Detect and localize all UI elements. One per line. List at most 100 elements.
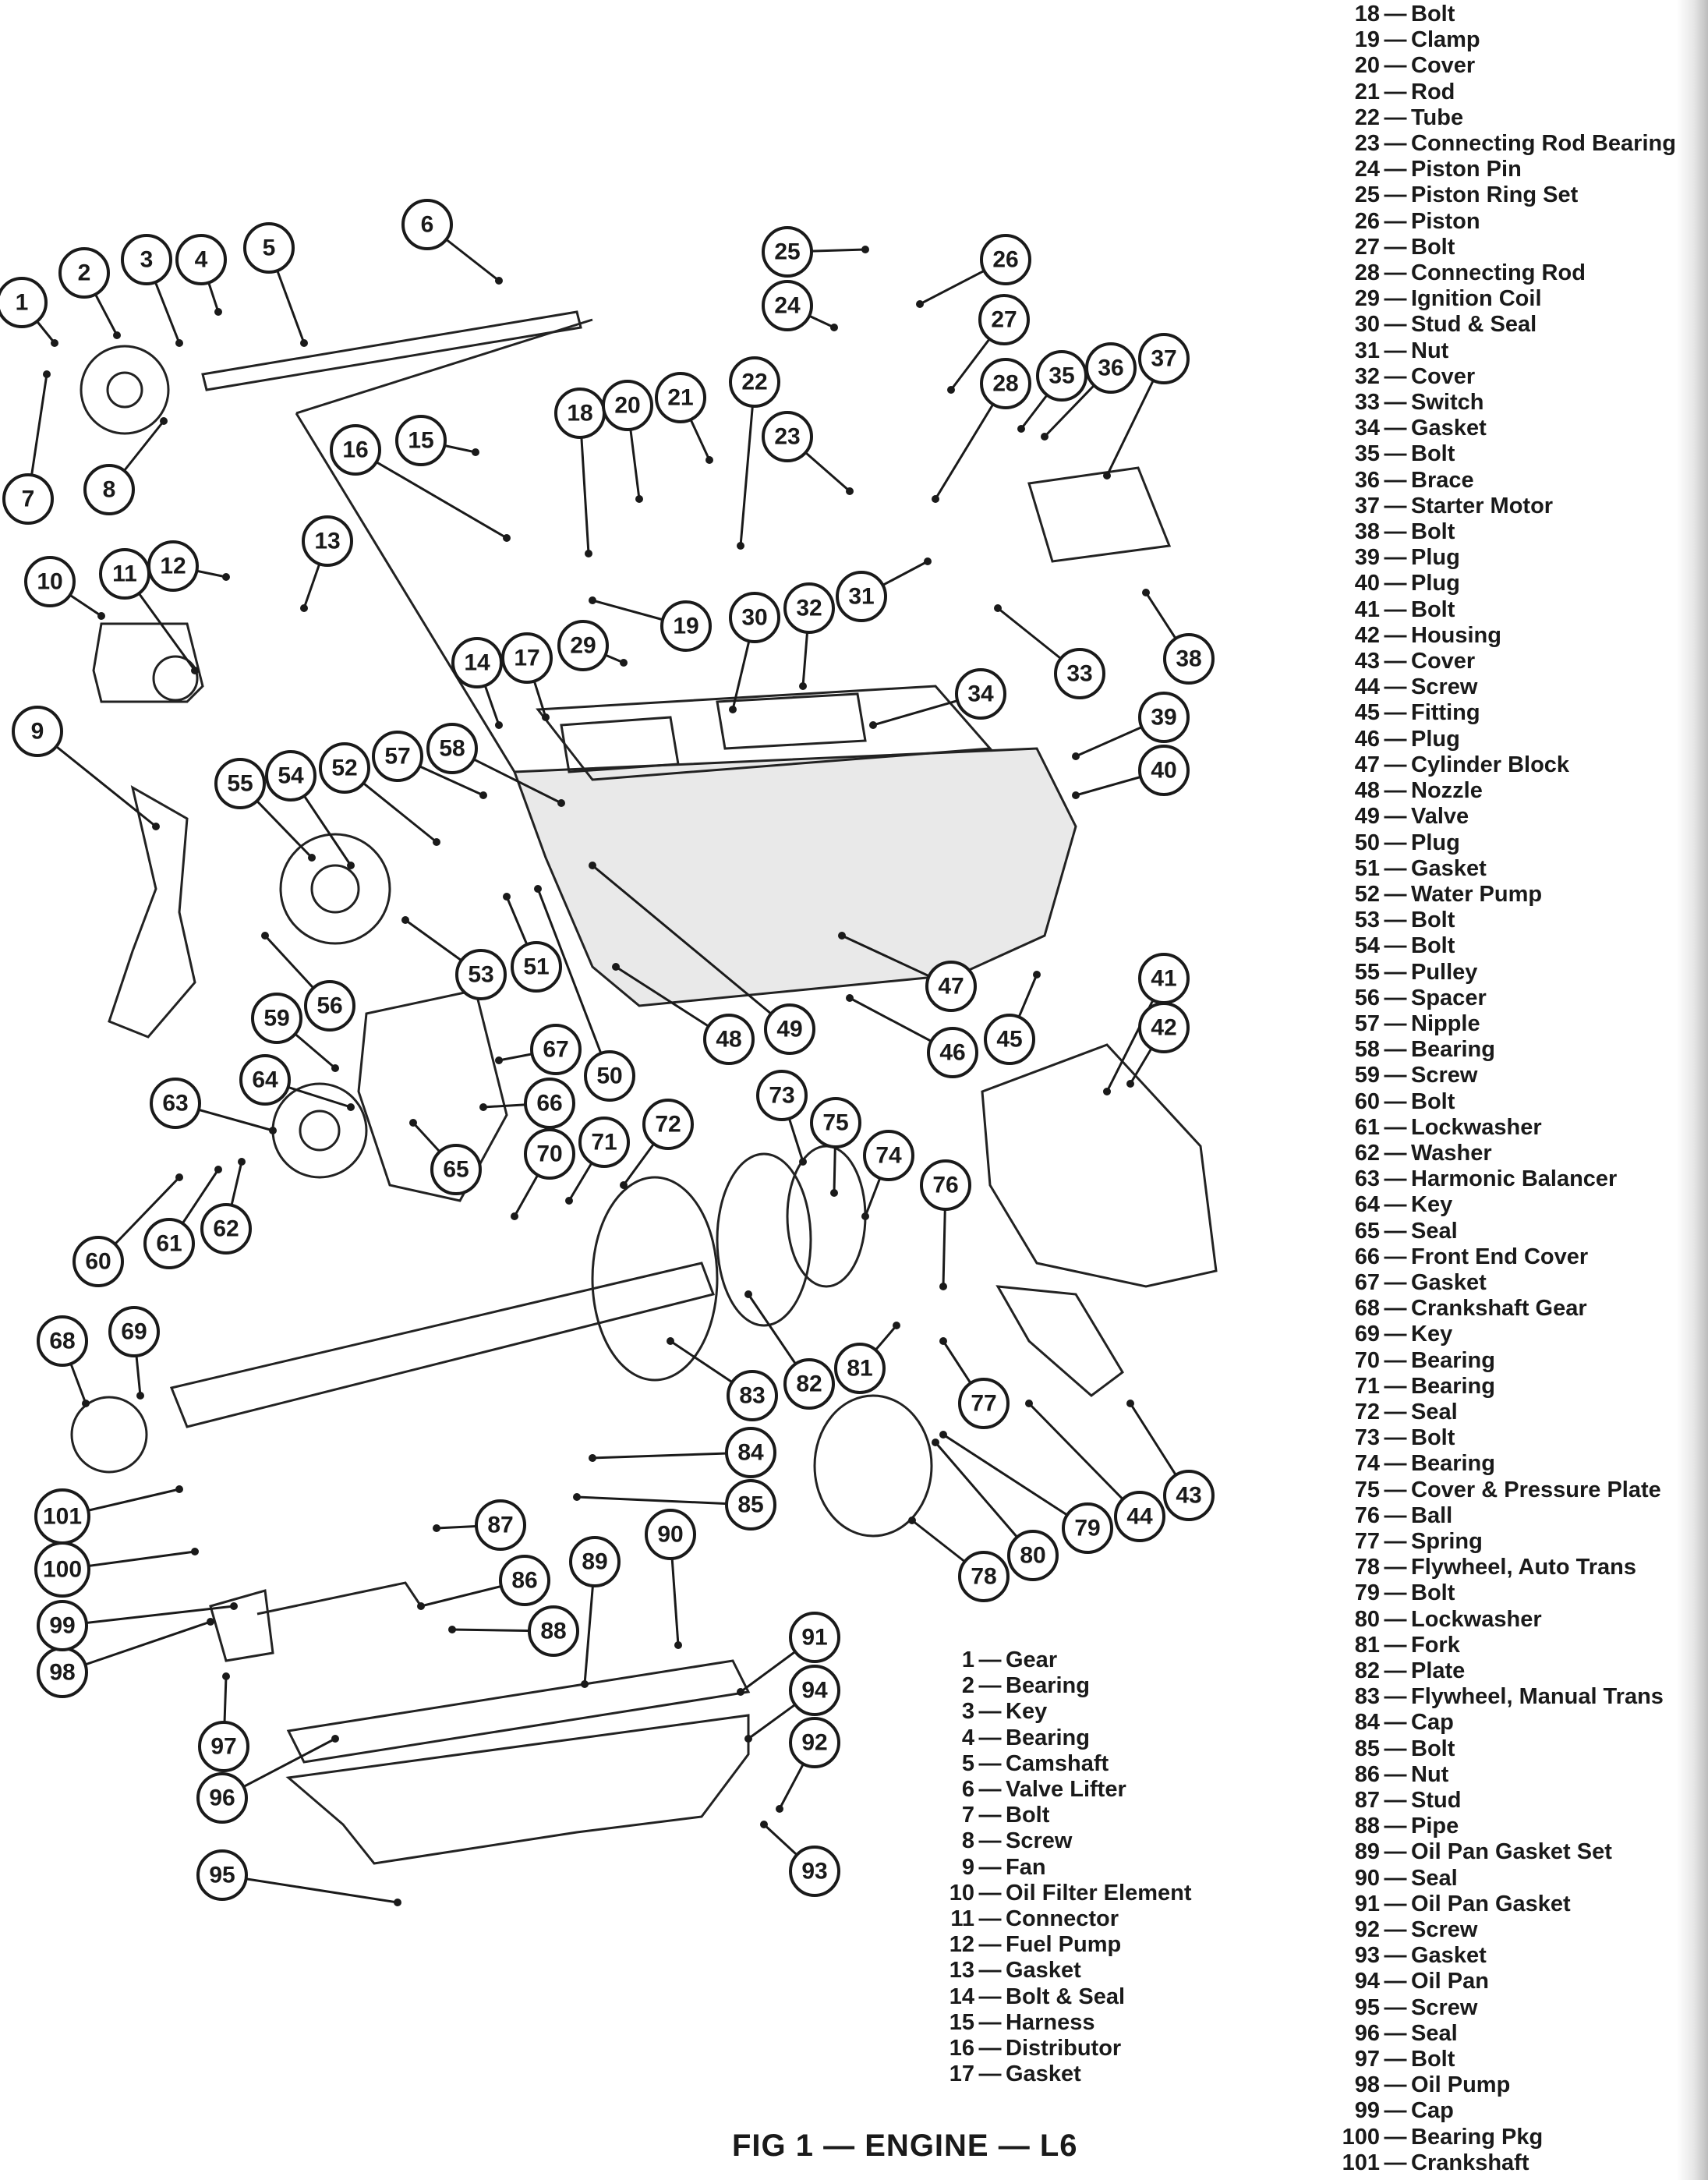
- legend-part-name: Bearing: [1006, 1673, 1090, 1699]
- callout-circle: [655, 372, 706, 423]
- leader-arrowhead: [1103, 472, 1111, 480]
- leader-arrowhead: [401, 916, 409, 924]
- legend-dash: —: [1384, 1761, 1407, 1787]
- legend-part-name: Pipe: [1411, 1814, 1459, 1839]
- part-callout-78: 78: [958, 1551, 1010, 1602]
- leader-arrowhead: [589, 596, 596, 604]
- callout-circle: [955, 668, 1006, 720]
- callout-number: 53: [468, 962, 493, 988]
- callout-number: 88: [540, 1619, 566, 1644]
- part-callout-34: 34: [955, 668, 1006, 720]
- leader-arrowhead: [830, 324, 838, 331]
- legend-row: 39—Plug: [1305, 545, 1676, 571]
- legend-part-number: 7: [961, 1803, 974, 1828]
- part-callout-101: 101: [34, 1488, 90, 1545]
- legend-part-name: Oil Pump: [1411, 2072, 1511, 2098]
- legend-part-name: Fuel Pump: [1006, 1932, 1122, 1958]
- callout-number: 35: [1048, 363, 1074, 389]
- callout-number: 16: [342, 437, 368, 463]
- part-callout-32: 32: [783, 582, 835, 634]
- legend-part-number: 66: [1354, 1244, 1380, 1269]
- leader-arrowhead: [620, 659, 628, 667]
- legend-part-number: 59: [1354, 1063, 1380, 1088]
- legend-part-name: Valve: [1411, 804, 1469, 830]
- leader-arrowhead: [674, 1641, 682, 1649]
- part-callout-62: 62: [200, 1203, 252, 1255]
- callout-number: 86: [511, 1568, 537, 1594]
- callout-number: 46: [939, 1040, 965, 1066]
- callout-number: 59: [263, 1006, 289, 1032]
- callout-circle: [645, 1509, 696, 1560]
- legend-part-name: Connecting Rod Bearing: [1411, 131, 1676, 157]
- callout-number: 36: [1098, 356, 1123, 381]
- callout-number: 66: [536, 1091, 562, 1117]
- legend-part-name: Bolt: [1411, 1736, 1455, 1761]
- legend-dash: —: [1384, 2124, 1407, 2150]
- part-callout-94: 94: [789, 1665, 840, 1716]
- legend-dash: —: [1384, 1322, 1407, 1347]
- callout-circle: [12, 706, 63, 757]
- leader-arrowhead: [51, 339, 58, 347]
- callout-circle: [810, 1097, 861, 1148]
- callout-circle: [475, 1499, 526, 1551]
- callout-number: 32: [796, 596, 822, 621]
- callout-number: 39: [1151, 705, 1176, 731]
- callout-number: 94: [801, 1678, 828, 1704]
- callout-number: 54: [278, 763, 304, 789]
- part-callout-11: 11: [99, 548, 150, 600]
- leader-arrowhead: [261, 932, 269, 940]
- legend-dash: —: [978, 1984, 1002, 2009]
- callout-number: 55: [227, 771, 253, 797]
- legend-dash: —: [1384, 596, 1407, 622]
- legend-row: 91—Oil Pan Gasket: [1305, 1892, 1676, 1917]
- part-callout-20: 20: [602, 380, 653, 431]
- callout-number: 90: [657, 1522, 683, 1548]
- leader-arrowhead: [846, 994, 854, 1002]
- legend-part-number: 51: [1354, 855, 1380, 881]
- callout-circle: [143, 1218, 195, 1269]
- legend-dash: —: [1384, 1140, 1407, 1166]
- legend-part-name: Bolt: [1411, 1580, 1455, 1606]
- legend-row: 65—Seal: [1305, 1219, 1676, 1244]
- cylinder-block-illustration: [512, 747, 1077, 1007]
- callout-number: 82: [796, 1371, 822, 1397]
- legend-part-number: 97: [1354, 2047, 1380, 2072]
- legend-part-name: Cylinder Block: [1411, 752, 1570, 777]
- callout-number: 40: [1151, 758, 1176, 784]
- legend-dash: —: [1384, 881, 1407, 907]
- legend-row: 67—Gasket: [1305, 1270, 1676, 1296]
- callout-number: 92: [801, 1730, 827, 1756]
- legend-dash: —: [1384, 157, 1407, 182]
- part-callout-79: 79: [1062, 1502, 1113, 1554]
- legend-part-number: 22: [1354, 104, 1380, 130]
- callout-circle: [729, 592, 780, 643]
- legend-dash: —: [1384, 2098, 1407, 2124]
- part-callout-12: 12: [147, 540, 199, 592]
- callout-number: 51: [523, 954, 549, 980]
- legend-dash: —: [1384, 985, 1407, 1010]
- part-illustrations: [70, 310, 1218, 1865]
- legend-dash: —: [1384, 1010, 1407, 1036]
- callout-circle: [729, 356, 780, 408]
- legend-dash: —: [1384, 1736, 1407, 1761]
- part-callout-38: 38: [1163, 633, 1215, 685]
- legend-row: 79—Bolt: [1305, 1580, 1676, 1606]
- leader-arrowhead: [1033, 971, 1041, 979]
- callout-circle: [304, 980, 355, 1032]
- callout-number: 69: [121, 1319, 147, 1345]
- legend-dash: —: [1384, 830, 1407, 855]
- legend-part-number: 56: [1354, 985, 1380, 1010]
- callout-number: 9: [31, 719, 44, 745]
- legend-part-name: Washer: [1411, 1140, 1492, 1166]
- legend-part-name: Bolt: [1411, 1088, 1455, 1114]
- callout-number: 61: [156, 1231, 182, 1257]
- part-callout-95: 95: [196, 1849, 248, 1901]
- legend-part-name: Gear: [1006, 1647, 1058, 1672]
- leader-arrowhead: [939, 1283, 947, 1290]
- leader-arrowhead: [113, 331, 121, 339]
- starter-motor-illustration: [1027, 466, 1172, 563]
- callout-circle: [34, 1488, 90, 1545]
- legend-row: 45—Fitting: [1305, 700, 1676, 726]
- part-callout-3: 3: [121, 234, 172, 285]
